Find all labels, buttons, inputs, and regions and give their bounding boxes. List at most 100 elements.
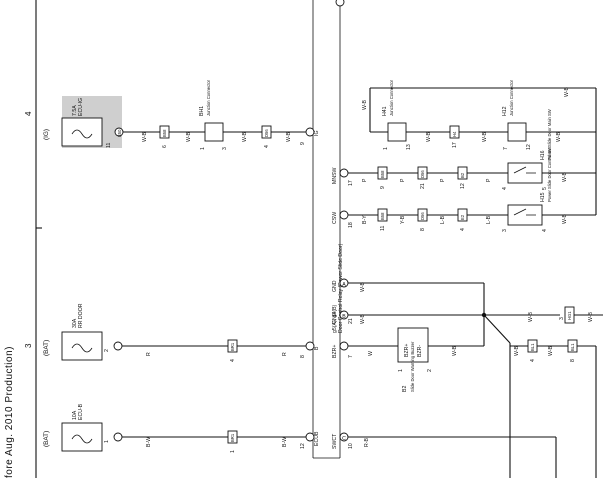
control-sw-code: H15 — [540, 192, 546, 202]
ecu-pin-ig-num: 9 — [300, 142, 306, 145]
junction-h12-pin-b: 12 — [526, 144, 532, 150]
section-number-4: 4 — [24, 111, 33, 116]
junction-h12 — [507, 122, 527, 142]
control-sw-pin-a: 3 — [502, 229, 508, 232]
wire-top-loop-color: W-B — [564, 86, 570, 97]
buzzer-pin-minus: BZR- — [417, 345, 423, 357]
fuse-ig-conn: E50 — [117, 129, 122, 137]
ecu-pin-csw — [339, 210, 349, 220]
ecu-pin-b — [305, 341, 315, 351]
wire-gnd-1-color: W-B — [360, 281, 366, 292]
fuse-ecu-b — [61, 422, 103, 452]
junction-h12-code: H12 — [502, 106, 508, 116]
ecu-pin-ecub-term: ECUB — [314, 431, 320, 446]
ecu-pin-gnd2-term: GND — [332, 312, 338, 324]
main-sw-pin-b: 5 — [542, 187, 548, 190]
ecu-pin-mainsw-term: MNSW — [332, 167, 338, 184]
inline-connector-10-pin: 4 — [460, 228, 466, 231]
inline-connector-9-pin: 8 — [420, 228, 426, 231]
wire-csw-1-color: B-Y — [362, 215, 368, 224]
buzzer-pin-2: 2 — [427, 369, 433, 372]
ecu-pin-b-term: B — [314, 346, 320, 350]
inline-connector-14-id: BL1 — [570, 343, 575, 351]
ecu-top-ground-symbol — [335, 0, 345, 7]
wire-b-2-color: R — [282, 352, 288, 356]
ecu-code: g5(A), g4(B) — [332, 304, 338, 333]
inline-connector-6-id: D56 — [420, 170, 425, 178]
ecu-pin-swct-num: 10 — [348, 443, 354, 449]
wire-bzr-2-color: W-B — [452, 345, 458, 356]
wire-csw-3-color: L-B — [440, 215, 446, 224]
wire-top-loop-drop-color: W-B — [362, 99, 368, 110]
wire-h41-b-color: W-B — [426, 131, 432, 142]
fuse-rr-door — [61, 331, 103, 361]
wire-ig-4-color: W-B — [286, 131, 292, 142]
buzzer-pin-plus: BZR+ — [404, 344, 410, 357]
ecu-pin-swct-term: SWCT — [332, 433, 338, 449]
junction-bh1-pin-b: 3 — [222, 147, 228, 150]
fuse-rr-door-source: (BAT) — [43, 340, 50, 356]
ecu-pin-gnd1-term: GND — [332, 280, 338, 292]
inline-connector-8-pin: 11 — [380, 226, 386, 231]
ecu-pin-gnd1-num: A — [342, 282, 346, 288]
wire-mnsw-4-color: P — [486, 178, 492, 182]
wire-mnsw-1-color: P — [362, 178, 368, 182]
inline-connector-3-id: BR1 — [230, 342, 235, 351]
wire-bzr-3-color: W-B — [514, 345, 520, 356]
inline-connector-13-id: BL1 — [530, 343, 535, 351]
control-sw — [507, 204, 543, 226]
production-note: fore Aug. 2010 Production) — [4, 346, 15, 478]
inline-connector-12-id: HG1 — [567, 311, 572, 320]
control-sw-name: Power Slide Door Control SW — [547, 147, 552, 202]
inline-connector-4-pin: 1 — [230, 450, 236, 453]
inline-connector-2-pin: 4 — [264, 145, 270, 148]
inline-connector-9-id: D56 — [420, 212, 425, 220]
fuse-ecu-b-rating: 10A — [72, 410, 78, 420]
fuse-rr-door-name: RR DOOR — [78, 303, 84, 328]
buzzer-pin-1: 1 — [398, 369, 404, 372]
junction-bh1-name: Junction Connector — [206, 79, 211, 116]
wire-gnd-diag — [483, 314, 511, 344]
inline-connector-11-pin: 17 — [452, 142, 458, 148]
ecu-pin-csw-term: CSW — [332, 212, 338, 224]
main-sw-name: Power Slide Door Main SW — [547, 109, 552, 160]
junction-h41 — [387, 122, 407, 142]
wire-ig-1-color: W-B — [142, 131, 148, 142]
junction-bh1 — [204, 122, 224, 142]
inline-connector-14-pin: 8 — [570, 359, 576, 362]
wire-h12-a-color: W-B — [482, 131, 488, 142]
inline-connector-2-id: D56 — [264, 129, 269, 137]
fuse-ig-name: ECU-IG — [78, 98, 84, 116]
junction-h41-pin-a: 1 — [383, 147, 389, 150]
ecu-pin-bzr-term: BZR+ — [332, 345, 338, 358]
control-sw-pin-b: 4 — [542, 229, 548, 232]
ecu-pin-swct-letter: C — [342, 436, 346, 442]
main-sw-contact-icon — [513, 166, 536, 174]
junction-bh1-code: BH1 — [199, 106, 205, 116]
fuse-ecu-b-icon — [71, 434, 93, 444]
ecu-pin-gnd2-letter: B — [342, 314, 346, 320]
wire-gnd-2-color: W-B — [360, 313, 366, 324]
fuse-ig-icon — [71, 129, 93, 139]
wire-csw-2-color: Y-B — [400, 215, 406, 224]
main-sw-code: H16 — [540, 150, 546, 160]
ecu-pin-mainsw — [339, 168, 349, 178]
wire-h12-b-color: W-B — [556, 131, 562, 142]
inline-connector-5-pin: 9 — [380, 186, 386, 189]
wire-mnsw-5-color: W-B — [562, 171, 568, 182]
wire-mnsw-3-color: P — [440, 178, 446, 182]
fuse-ig-rating: 7.5A — [72, 105, 78, 116]
main-sw — [507, 162, 543, 184]
wire-ecub-2-color: B-W — [282, 437, 288, 447]
inline-connector-6-pin: 21 — [420, 183, 426, 189]
fuse-ecu-ig — [61, 117, 103, 147]
section-number-3: 3 — [24, 343, 33, 348]
inline-connector-7-id: B2 — [460, 172, 465, 178]
inline-connector-11-id: H4 — [452, 131, 457, 137]
fuse-ig-pin: 11 — [106, 143, 112, 148]
ecu-pin-b-num: 8 — [300, 355, 306, 358]
inline-connector-4-id: BR1 — [230, 433, 235, 442]
wire-csw-4-color: L-B — [486, 215, 492, 224]
inline-connector-5-id: B58 — [380, 170, 385, 178]
inline-connector-3-pin: 4 — [230, 359, 236, 362]
